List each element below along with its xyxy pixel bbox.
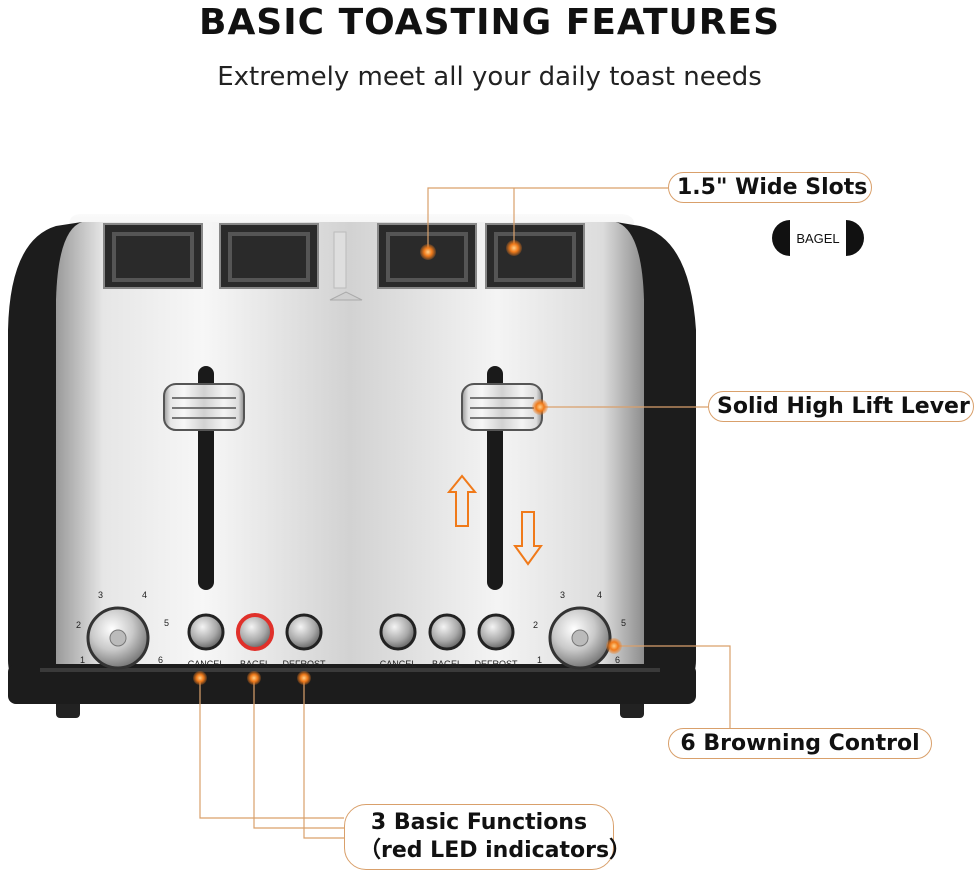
toaster-side-right <box>616 222 696 692</box>
bread-slots <box>103 223 585 301</box>
dial-number: 2 <box>533 620 538 630</box>
button-label: BAGEL <box>240 659 270 669</box>
lift-lever-callout: Solid High Lift Lever <box>708 391 974 422</box>
bagel-badge: BAGEL <box>772 220 864 256</box>
bagel-badge-right-cap <box>846 220 864 256</box>
dial-number: 2 <box>76 620 81 630</box>
indicator-dot <box>532 399 548 415</box>
leader-line <box>303 678 344 839</box>
cancel-button-right[interactable] <box>379 613 417 651</box>
slot-grill <box>386 232 468 282</box>
knob-center <box>109 629 127 647</box>
knob-center <box>571 629 589 647</box>
basic-functions-line1: 3 Basic Functions <box>370 810 588 835</box>
indicator-dots <box>193 240 622 685</box>
dial-number: 5 <box>164 618 169 628</box>
bagel-button-right[interactable] <box>428 613 466 651</box>
button-label: BAGEL <box>432 659 462 669</box>
dial-scale-left: 1 2 3 4 5 6 <box>76 590 169 665</box>
leader-line <box>199 678 344 819</box>
dial-number: 3 <box>560 590 565 600</box>
lever-handle-left[interactable] <box>163 383 245 431</box>
toaster-base <box>8 664 696 704</box>
defrost-button-right[interactable] <box>477 613 515 651</box>
browning-control-callout: 6 Browning Control <box>668 728 932 759</box>
crumb-arrow-icon <box>329 291 363 301</box>
button-labels: CANCEL BAGEL DEFROST CANCEL BAGEL DEFROS… <box>188 659 518 669</box>
basic-functions-callout: 3 Basic Functions （red LED indicators） <box>344 804 632 870</box>
indicator-dot <box>247 671 261 685</box>
indicator-dot <box>193 671 207 685</box>
slot-grill <box>494 232 576 282</box>
indicator-dot <box>606 638 622 654</box>
dial-number: 4 <box>597 590 602 600</box>
defrost-button-left[interactable] <box>285 613 323 651</box>
dial-number: 4 <box>142 590 147 600</box>
dial-scale-right: 1 2 3 4 5 6 <box>533 590 626 665</box>
button-label: DEFROST <box>474 659 518 669</box>
basic-functions-line2: （red LED indicators） <box>359 838 632 863</box>
dial-number: 1 <box>80 655 85 665</box>
button-label: DEFROST <box>282 659 326 669</box>
toaster-base-highlight <box>40 668 660 672</box>
leader-line <box>253 678 344 829</box>
page-subtitle: Extremely meet all your daily toast need… <box>217 62 762 92</box>
wide-slots-callout: 1.5" Wide Slots <box>668 172 872 203</box>
dial-number: 6 <box>615 655 620 665</box>
toaster-foot <box>620 700 644 718</box>
button-label: CANCEL <box>380 659 417 669</box>
lever-handle-right[interactable] <box>461 383 543 431</box>
cancel-button-left[interactable] <box>187 613 225 651</box>
slot-grill <box>112 232 194 282</box>
indicator-dot <box>297 671 311 685</box>
toaster-side-left <box>8 222 82 692</box>
dial-number: 1 <box>537 655 542 665</box>
center-label <box>333 231 347 289</box>
dial-number: 5 <box>621 618 626 628</box>
bagel-badge-left-cap <box>772 220 790 256</box>
leader-line <box>427 187 668 250</box>
page-title: BASIC TOASTING FEATURES <box>199 2 780 43</box>
indicator-dot <box>506 240 522 256</box>
down-arrow-icon <box>513 511 543 566</box>
slot-grill <box>228 232 310 282</box>
toaster-foot <box>56 700 80 718</box>
bagel-button-left[interactable] <box>236 613 274 651</box>
button-label: CANCEL <box>188 659 225 669</box>
dial-number: 3 <box>98 590 103 600</box>
indicator-dot <box>420 244 436 260</box>
bagel-badge-label: BAGEL <box>796 231 839 246</box>
up-arrow-icon <box>446 474 478 527</box>
toaster-front <box>56 222 644 672</box>
dial-number: 6 <box>158 655 163 665</box>
